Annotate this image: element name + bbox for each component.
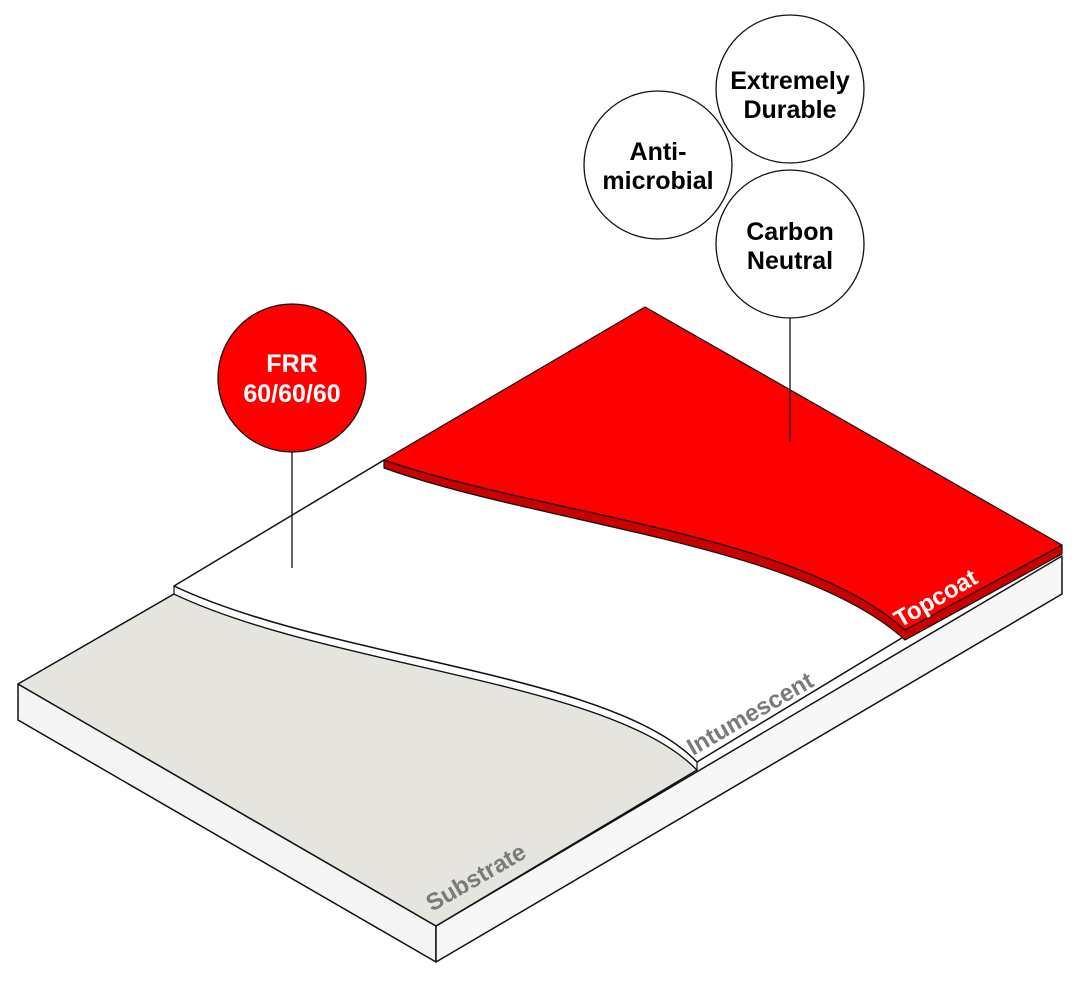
frr-bubble xyxy=(217,303,367,453)
frr-callout: FRR 60/60/60 xyxy=(217,303,367,568)
slab-right-face xyxy=(435,555,1063,963)
carbon-line1: Carbon xyxy=(746,218,834,246)
antimicrobial-line2: microbial xyxy=(602,167,713,195)
slab xyxy=(17,555,1063,963)
attribute-callouts: Anti- microbial Extremely Durable Carbon… xyxy=(583,14,865,442)
topcoat-surface xyxy=(383,306,1063,631)
antimicrobial-bubble xyxy=(583,90,733,240)
durable-bubble xyxy=(715,14,865,164)
carbon-bubble xyxy=(715,169,865,319)
antimicrobial-line1: Anti- xyxy=(630,138,687,166)
frr-line1: FRR xyxy=(266,350,317,378)
carbon-line2: Neutral xyxy=(747,247,833,275)
durable-line1: Extremely xyxy=(730,67,850,95)
frr-line2: 60/60/60 xyxy=(243,380,340,408)
durable-line2: Durable xyxy=(743,96,836,124)
